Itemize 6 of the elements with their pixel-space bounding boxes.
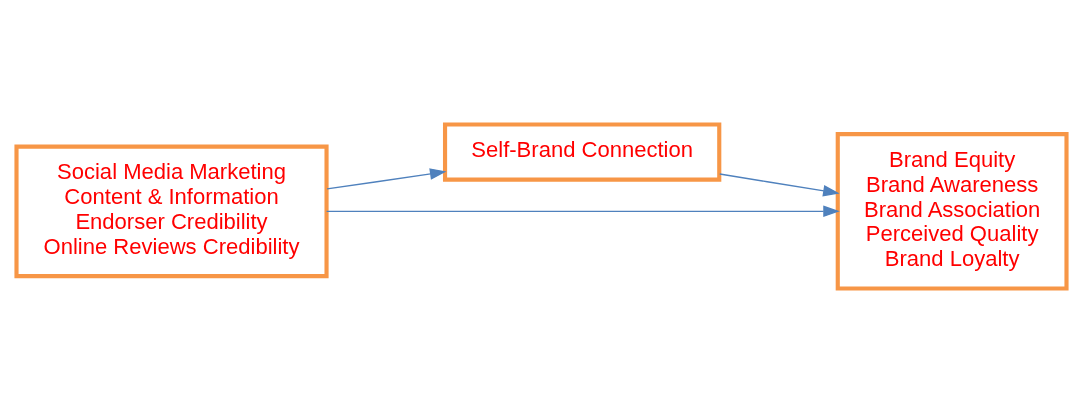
node-box: Social Media Marketing Content & Information Endorser Credibility Online Reviews Credibility — [14, 144, 329, 278]
arrow — [719, 172, 840, 196]
node-box: Brand Equity Brand Awareness Brand Association Perceived Quality Brand Loyalty — [835, 131, 1069, 291]
arrow — [325, 205, 840, 217]
node-box: Self-Brand Connection — [442, 121, 722, 182]
arrow — [326, 167, 447, 190]
